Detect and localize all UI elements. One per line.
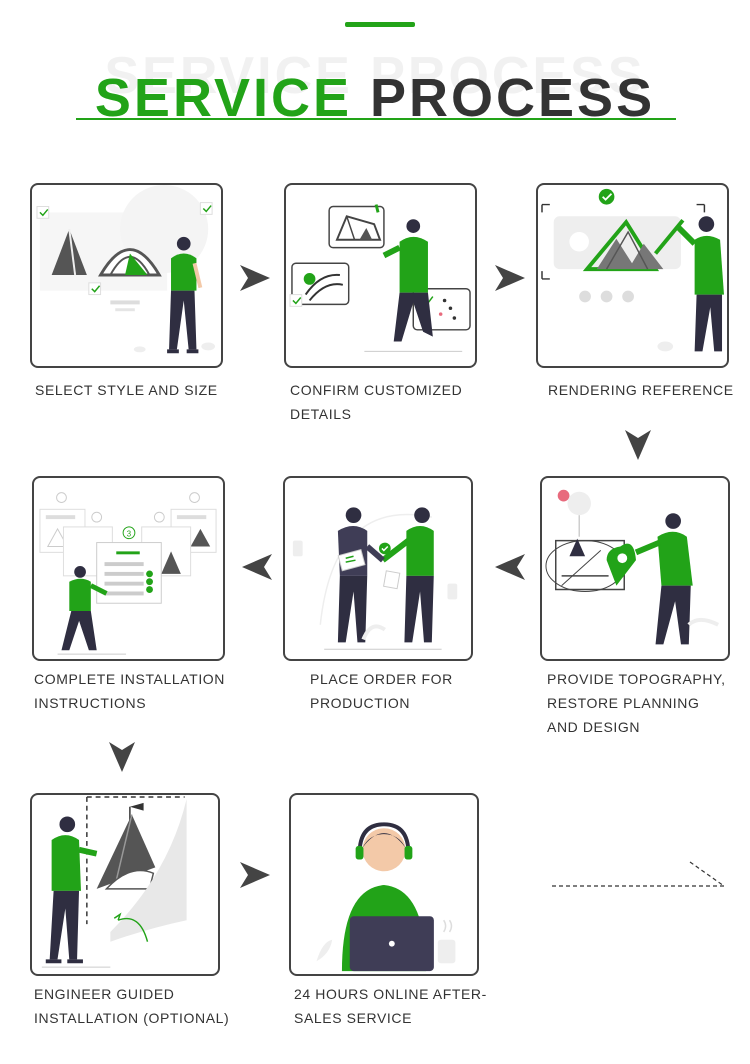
step-card-place-order	[283, 476, 473, 661]
step-label-topography: PROVIDE TOPOGRAPHY, RESTORE PLANNING AND…	[547, 671, 726, 735]
step-label-engineer-install: ENGINEER GUIDED INSTALLATION (OPTIONAL)	[34, 986, 230, 1026]
step-card-rendering	[536, 183, 729, 368]
step-card-topography	[540, 476, 730, 661]
arrow-right-icon	[240, 862, 270, 888]
step-label-select-style: SELECT STYLE AND SIZE	[35, 382, 218, 398]
title-green: SERVICE	[94, 68, 352, 128]
step-illustration-details	[289, 204, 471, 352]
step-label-confirm-details: CONFIRM CUSTOMIZED DETAILS	[290, 382, 463, 422]
step-card-install-instructions: 3	[32, 476, 225, 661]
arrow-right-icon	[495, 265, 525, 291]
page-title: SERVICE PROCESS SERVICE PROCESS	[0, 40, 750, 130]
step-badge-number: 3	[127, 530, 131, 539]
step-label-install-instructions: COMPLETE INSTALLATION INSTRUCTIONS	[34, 671, 226, 711]
step-label-place-order: PLACE ORDER FOR PRODUCTION	[310, 671, 453, 711]
arrow-left-icon	[495, 554, 525, 580]
step-illustration-instructions: 3	[39, 492, 217, 655]
step-illustration-tents	[36, 185, 216, 354]
arrow-left-icon	[242, 554, 272, 580]
arrow-right-icon	[240, 265, 270, 291]
title-text: SERVICE PROCESS	[0, 70, 750, 126]
step-illustration-support	[316, 822, 456, 972]
arrow-down-icon	[109, 742, 135, 772]
title-shadow: SERVICE PROCESS	[104, 47, 646, 105]
title-underline	[76, 118, 676, 120]
step-card-after-sales	[289, 793, 479, 976]
step-illustration-topography	[545, 489, 720, 645]
step-illustration-handshake	[292, 507, 458, 650]
step-label-after-sales: 24 HOURS ONLINE AFTER- SALES SERVICE	[294, 986, 487, 1026]
header-accent-bar	[345, 22, 415, 27]
step-card-confirm-details	[284, 183, 477, 368]
step-card-engineer-install	[30, 793, 220, 976]
step-card-select-style	[30, 183, 223, 368]
step-label-rendering: RENDERING REFERENCE	[548, 382, 734, 398]
step-illustration-rendering	[541, 188, 724, 352]
title-dark: PROCESS	[370, 68, 656, 128]
dashed-arrow-icon	[552, 861, 725, 887]
step-illustration-engineer	[41, 796, 187, 968]
arrow-down-icon	[625, 430, 651, 460]
